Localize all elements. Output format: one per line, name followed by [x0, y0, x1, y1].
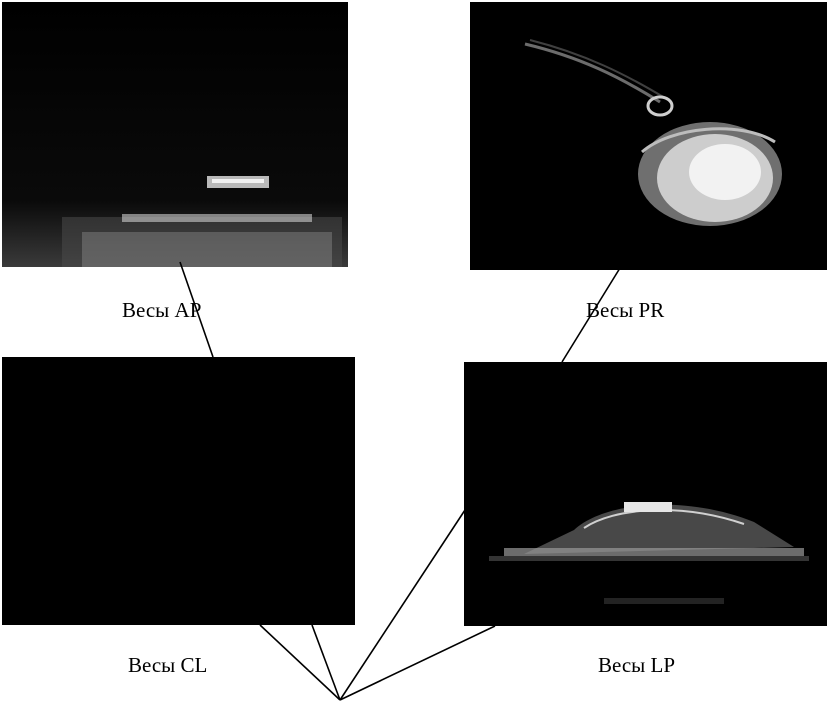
photo-ap: [2, 2, 348, 267]
photo-lp: [464, 362, 827, 626]
connector-line-lp-1: [339, 509, 466, 701]
connector-line-cl-2: [311, 624, 341, 701]
caption-lp: Весы LP: [598, 653, 676, 677]
connector-line-cl-1: [259, 624, 341, 701]
caption-pr: Весы PR: [586, 298, 665, 322]
cl-specimen-image: [2, 357, 355, 625]
photo-cl: [2, 357, 355, 625]
pr-specimen-image: [470, 2, 827, 270]
caption-cl: Весы CL: [128, 653, 208, 677]
lp-specimen-image: [464, 362, 827, 626]
ap-specimen-image: [2, 2, 348, 267]
connector-line-lp-2: [339, 625, 496, 701]
photo-pr: [470, 2, 827, 270]
caption-ap: Весы AP: [122, 298, 202, 322]
